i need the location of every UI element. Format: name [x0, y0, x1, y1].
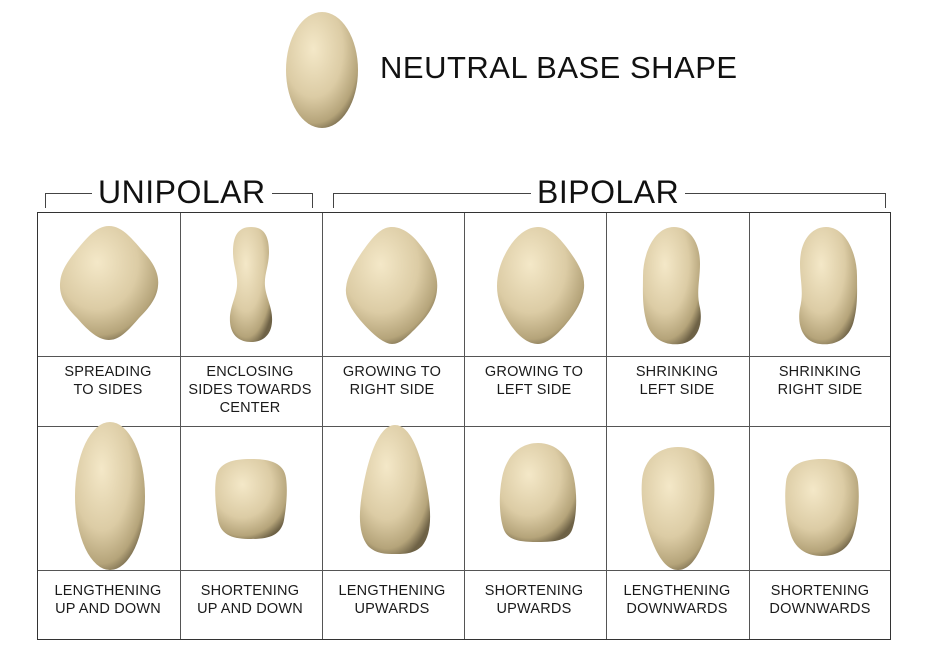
shape-enclosing-sides-towards-center: [229, 227, 273, 342]
shape-shortening-upwards: [499, 443, 577, 542]
shape-lengthening-downwards: [641, 447, 715, 570]
unipolar-label: UNIPOLAR: [92, 174, 272, 211]
shape-lengthening-up-and-down: [75, 422, 145, 570]
shape-spreading-to-sides: [60, 226, 159, 340]
bipolar-label: BIPOLAR: [531, 174, 686, 211]
shape-shrinking-right-side: [799, 227, 858, 345]
shape-growing-to-right-side: [345, 227, 438, 344]
shape-lengthening-upwards: [359, 425, 431, 554]
page-title: NEUTRAL BASE SHAPE: [380, 50, 738, 85]
shape-growing-to-left-side: [497, 227, 585, 344]
shape-shrinking-left-side: [642, 227, 701, 345]
grid-divider: [38, 570, 890, 571]
grid-divider: [38, 356, 890, 357]
grid-divider: [38, 426, 890, 427]
shape-shortening-up-and-down: [215, 459, 287, 539]
shape-shortening-downwards: [785, 459, 859, 556]
shape-grid: [37, 212, 891, 640]
neutral-base-shape: [286, 12, 358, 128]
